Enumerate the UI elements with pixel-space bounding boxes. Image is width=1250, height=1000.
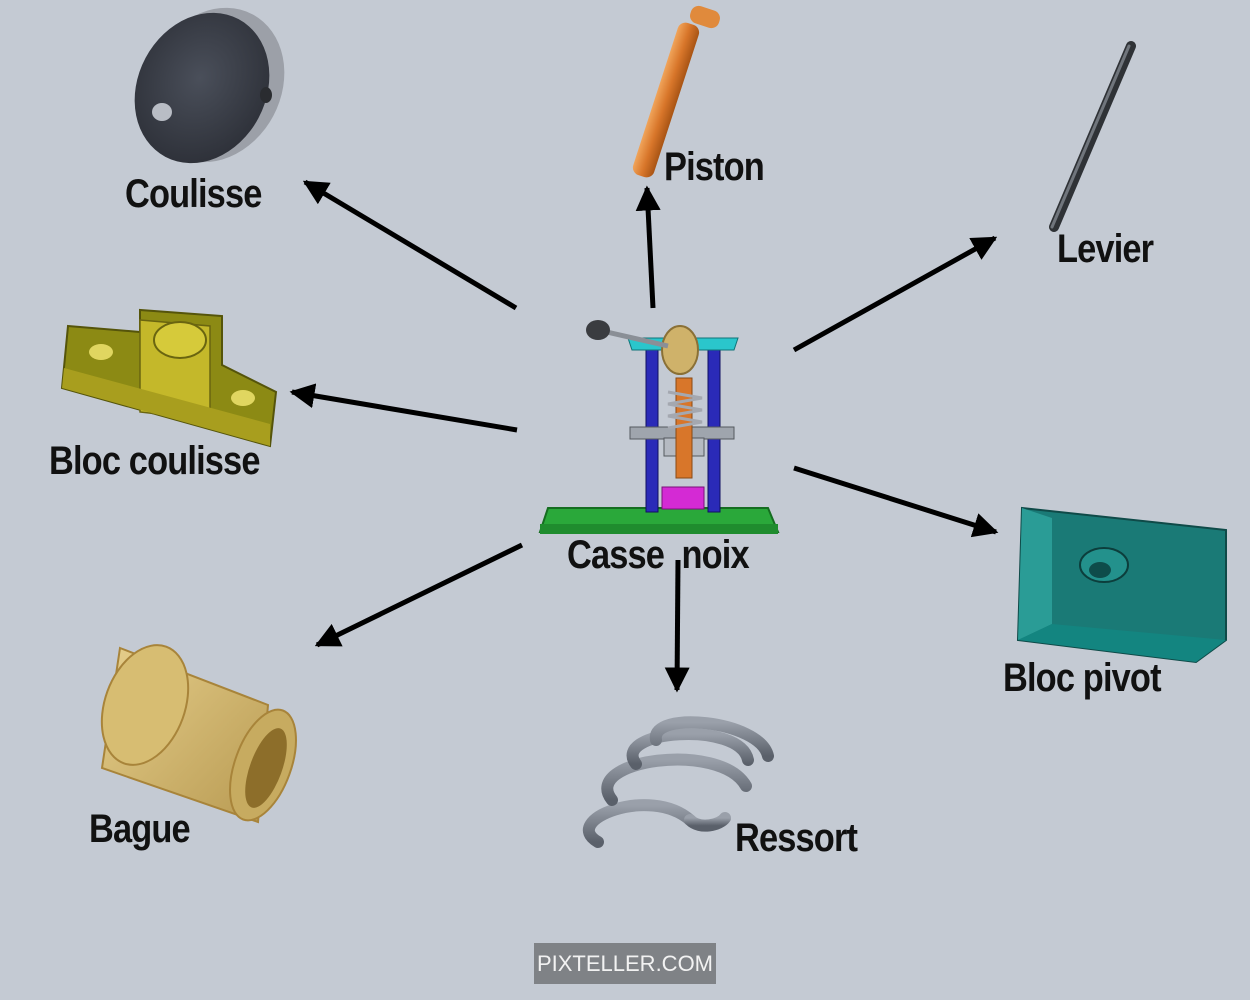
arrow-to-levier [792,235,998,353]
label-ressort: Ressort [735,816,858,860]
arrows [289,179,999,693]
bloc-coulisse-part [60,308,278,448]
coulisse-part [134,7,285,164]
label-casse-noix: Casse noix [567,533,750,577]
casse-noix-assembly [538,320,780,534]
bloc-pivot-part [1016,506,1227,664]
label-bloc-pivot: Bloc pivot [1003,656,1162,700]
arrow-to-coulisse [302,179,518,311]
label-bague: Bague [89,807,191,851]
bague-part [100,644,297,824]
arrow-to-bloc-pivot [793,465,999,538]
label-piston: Piston [664,145,765,189]
label-coulisse: Coulisse [125,172,262,216]
arrow-to-bloc-coulisse [289,383,518,433]
watermark: PIXTELLER.COM [534,943,716,984]
arrow-to-bague [314,542,524,648]
arrow-to-piston [635,185,661,309]
levier-part [1049,41,1136,232]
piston-part [632,5,720,178]
label-levier: Levier [1057,227,1154,271]
label-bloc-coulisse: Bloc coulisse [49,439,260,483]
arrow-to-ressort [664,559,690,693]
ressort-part [583,716,774,848]
